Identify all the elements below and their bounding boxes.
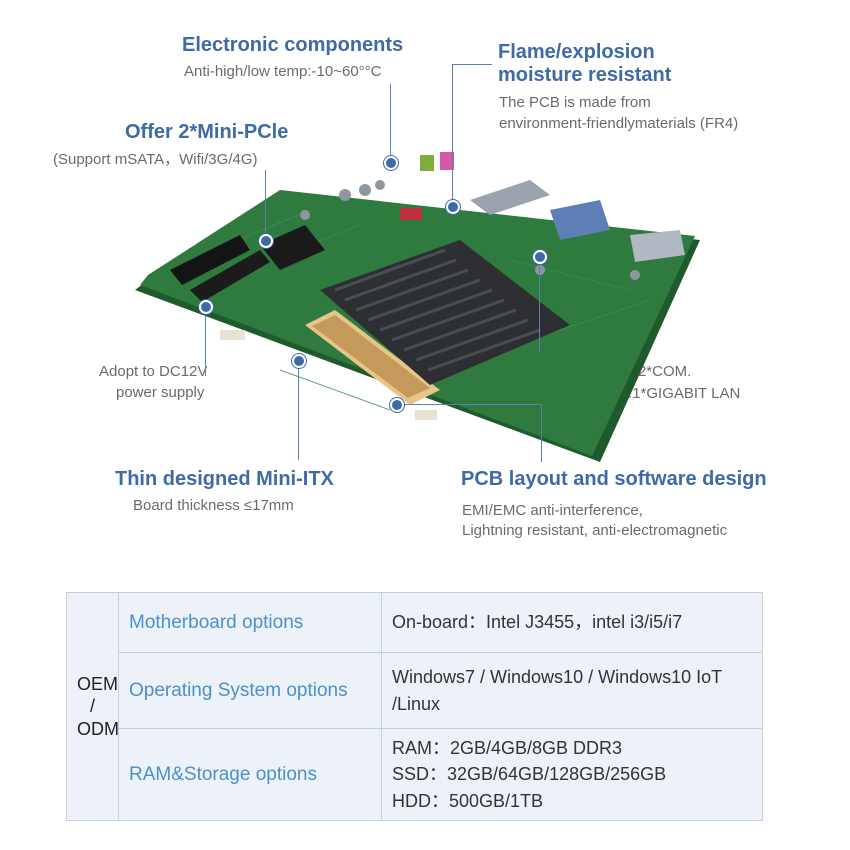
mini-itx-title: Thin designed Mini-ITX bbox=[115, 468, 334, 490]
heatsink bbox=[320, 240, 570, 385]
leader-line-electronic bbox=[390, 84, 391, 164]
option-value-ram-storage: RAM：2GB/4GB/8GB DDR3 SSD：32GB/64GB/128GB… bbox=[381, 728, 763, 821]
option-value-motherboard: On-board：Intel J3455，intel i3/i5/i7 bbox=[381, 592, 763, 653]
red-header bbox=[400, 208, 422, 220]
option-name-os: Operating System options bbox=[118, 652, 382, 729]
leader-line-flame bbox=[452, 64, 453, 204]
motherboard-image bbox=[135, 152, 700, 462]
callout-dot-com bbox=[533, 250, 547, 264]
chipset bbox=[260, 225, 325, 270]
pcb-layout-title: PCB layout and software design bbox=[461, 468, 767, 490]
flame-subtitle-line1: The PCB is made from bbox=[499, 94, 651, 111]
flame-subtitle-line2: environment-friendlymaterials (FR4) bbox=[499, 115, 739, 132]
oem-slash: / bbox=[89, 696, 95, 717]
flame-title-line1: Flame/explosion bbox=[498, 41, 655, 63]
callout-dot-pcb bbox=[390, 398, 404, 412]
minipcie-title: Offer 2*Mini-PCle bbox=[125, 121, 289, 143]
electronic-components-title: Electronic components bbox=[182, 34, 404, 56]
white-connector bbox=[415, 410, 437, 420]
power-supply-line1: Adopt to DC12V bbox=[99, 363, 208, 380]
capacitors bbox=[300, 180, 640, 280]
power-supply-line2: power supply bbox=[116, 384, 205, 401]
callout-dot-itx bbox=[292, 354, 306, 368]
usb-lan-ports bbox=[470, 180, 550, 215]
oem-options-table: OEM / ODM Motherboard options On-board：I… bbox=[66, 592, 763, 821]
callout-dot-electronic bbox=[384, 156, 398, 170]
oem-odm-cell: OEM / ODM bbox=[66, 592, 119, 821]
leader-line-pcb-horizontal bbox=[396, 404, 542, 405]
mini-itx-subtitle: Board thickness ≤17mm bbox=[133, 497, 294, 514]
table-row: OEM / ODM Motherboard options On-board：I… bbox=[66, 592, 763, 821]
pcie-slot-inner bbox=[312, 315, 430, 398]
leader-line-flame-horizontal bbox=[452, 64, 492, 65]
option-value-line: HDD：500GB/1TB bbox=[392, 790, 544, 811]
option-value-line: On-board：Intel J3455，intel i3/i5/i7 bbox=[392, 612, 683, 633]
audio-jack bbox=[440, 152, 454, 170]
minipcie-subtitle: (Support mSATA，Wifi/3G/4G) bbox=[53, 151, 258, 168]
option-value-line: RAM：2GB/4GB/8GB DDR3 bbox=[392, 738, 623, 759]
pcb-layout-subtitle-line2: Lightning resistant, anti-electromagneti… bbox=[462, 522, 728, 539]
leader-line-itx bbox=[298, 360, 299, 460]
oem-label: OEM bbox=[77, 673, 119, 694]
leader-line-minipcie bbox=[265, 170, 266, 240]
leader-line-pcb bbox=[541, 404, 542, 462]
usb-ports bbox=[630, 230, 685, 262]
mini-pcie-slot bbox=[190, 250, 270, 302]
power-connector bbox=[220, 330, 245, 340]
callout-dot-flame bbox=[446, 200, 460, 214]
audio-jack-green bbox=[420, 155, 434, 171]
table-row: RAM&Storage options RAM：2GB/4GB/8GB DDR3… bbox=[67, 728, 763, 821]
table-row: Operating System options Windows7 / Wind… bbox=[67, 652, 763, 729]
option-value-os: Windows7 / Windows10 / Windows10 IoT /Li… bbox=[381, 652, 763, 729]
leader-line-com bbox=[539, 256, 540, 352]
callout-dot-minipcie bbox=[259, 234, 273, 248]
option-name-motherboard: Motherboard options bbox=[118, 592, 382, 653]
heatsink-fins bbox=[334, 248, 541, 372]
pcb-layout-subtitle-line1: EMI/EMC anti-interference, bbox=[462, 502, 643, 519]
option-value-line: /Linux bbox=[392, 693, 441, 714]
option-value-line: Windows7 / Windows10 / Windows10 IoT bbox=[392, 667, 723, 688]
vga-port bbox=[550, 200, 610, 240]
electronic-components-subtitle: Anti-high/low temp:-10~60°°C bbox=[184, 63, 382, 80]
option-name-ram-storage: RAM&Storage options bbox=[118, 728, 382, 821]
flame-title-line2: moisture resistant bbox=[498, 64, 672, 86]
leader-line-power bbox=[205, 306, 206, 376]
odm-label: ODM bbox=[77, 718, 119, 739]
ram-slot bbox=[170, 235, 250, 285]
callout-dot-power bbox=[199, 300, 213, 314]
option-value-line: SSD：32GB/64GB/128GB/256GB bbox=[392, 764, 667, 785]
